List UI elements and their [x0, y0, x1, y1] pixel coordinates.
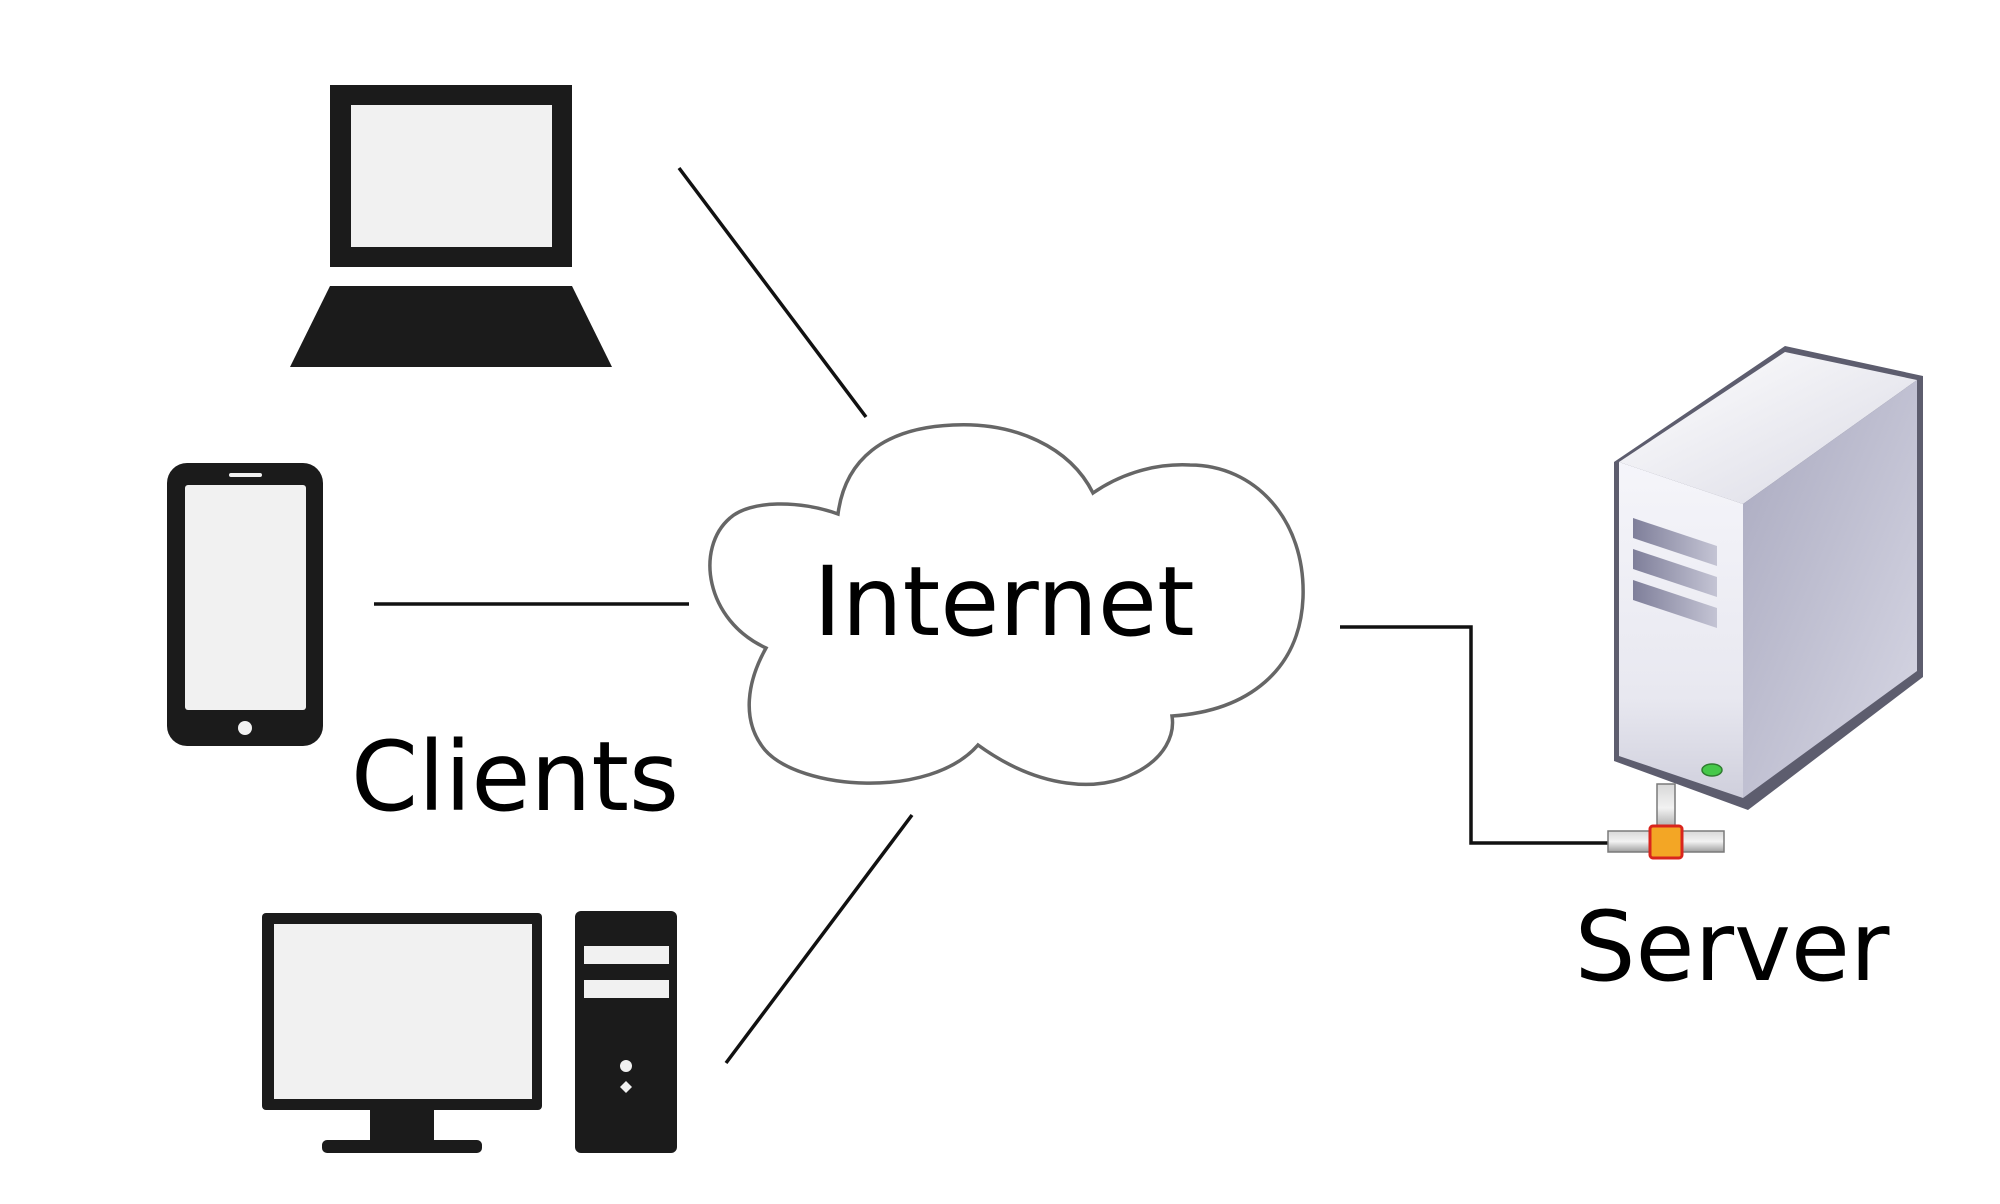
- clients-label: Clients: [351, 721, 679, 833]
- desktop-connection-line: [726, 815, 912, 1063]
- network-connector-icon: [1608, 784, 1724, 858]
- laptop-connection-line: [679, 168, 866, 417]
- desktop-computer-icon: [262, 911, 677, 1153]
- server-tower-icon: [1614, 346, 1923, 810]
- server-connection-line: [1340, 627, 1611, 843]
- server-label: Server: [1575, 891, 1890, 1003]
- server-led-icon: [1702, 764, 1722, 776]
- internet-label: Internet: [813, 546, 1194, 658]
- laptop-icon: [290, 85, 612, 367]
- smartphone-icon: [167, 463, 323, 746]
